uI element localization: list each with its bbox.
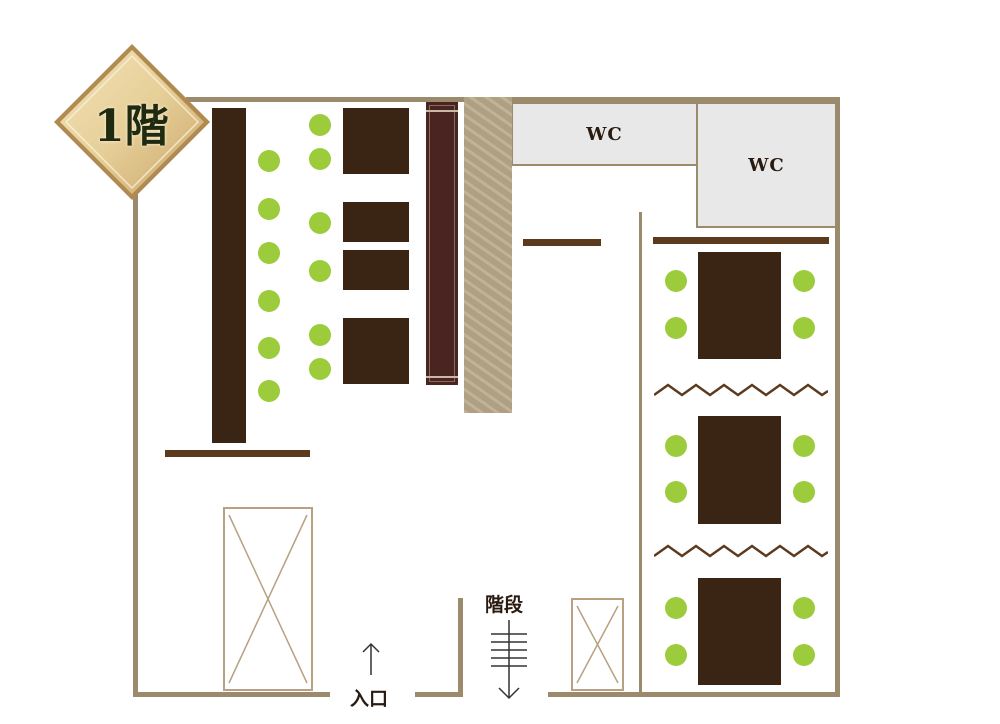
zigzag-partition <box>654 383 828 397</box>
seat <box>309 324 331 346</box>
stairs-label: 階段 <box>485 594 524 616</box>
floor-badge <box>54 44 210 200</box>
seat <box>665 481 687 503</box>
seat <box>793 644 815 666</box>
seat <box>793 597 815 619</box>
table <box>698 578 781 685</box>
wc-label: WC <box>748 154 785 176</box>
wc-label: WC <box>586 123 623 145</box>
zigzag-partition <box>654 544 828 558</box>
seat <box>258 290 280 312</box>
seat <box>258 242 280 264</box>
seat <box>793 435 815 457</box>
bench <box>426 102 458 385</box>
seat <box>665 317 687 339</box>
floor-badge-label: 1階 <box>94 101 169 152</box>
ledge <box>653 237 829 244</box>
seat <box>258 380 280 402</box>
seat <box>793 270 815 292</box>
stairs-icon <box>491 620 527 700</box>
partition-vertical <box>639 212 642 692</box>
bench-divider <box>426 110 458 112</box>
seat <box>309 260 331 282</box>
table <box>698 252 781 359</box>
seat <box>309 114 331 136</box>
wall-bottom-left <box>133 692 330 697</box>
seat <box>309 358 331 380</box>
seat <box>309 148 331 170</box>
entrance-label: 入口 <box>350 688 389 710</box>
wall-bottom-mid <box>415 692 463 697</box>
bench-divider <box>426 376 458 378</box>
wall-stair-left <box>458 598 463 697</box>
table <box>343 318 409 384</box>
seat <box>665 435 687 457</box>
wall-top <box>186 97 840 102</box>
seat <box>309 212 331 234</box>
wall-bottom-right <box>548 692 840 697</box>
storage-box <box>571 598 624 691</box>
wall-left <box>133 150 138 697</box>
wc-room-2: WC <box>696 102 837 228</box>
seat <box>258 337 280 359</box>
storage-box <box>223 507 313 691</box>
table <box>343 202 409 242</box>
table <box>343 108 409 174</box>
table <box>698 416 781 524</box>
seat <box>793 481 815 503</box>
counter-ledge <box>165 450 310 457</box>
long-counter <box>212 108 246 443</box>
wc-room-1: WC <box>511 102 698 166</box>
table <box>343 250 409 290</box>
wall-right <box>835 97 840 697</box>
seat <box>665 644 687 666</box>
ledge <box>523 239 601 246</box>
seat <box>793 317 815 339</box>
textured-pillar <box>464 97 512 413</box>
seat <box>665 597 687 619</box>
seat <box>258 150 280 172</box>
seat <box>665 270 687 292</box>
up-arrow-icon <box>362 642 380 675</box>
seat <box>258 198 280 220</box>
